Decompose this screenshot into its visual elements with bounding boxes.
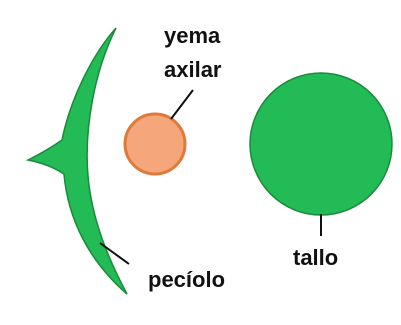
label-peciolo: pecíolo [148,267,225,292]
label-axilar: axilar [164,57,222,82]
axillary-bud [125,114,185,174]
petiole-shape [28,28,127,294]
stem-cross-section [250,73,392,215]
label-yema: yema [164,23,221,48]
bud-leader-line [171,90,193,119]
label-tallo: tallo [293,245,338,270]
